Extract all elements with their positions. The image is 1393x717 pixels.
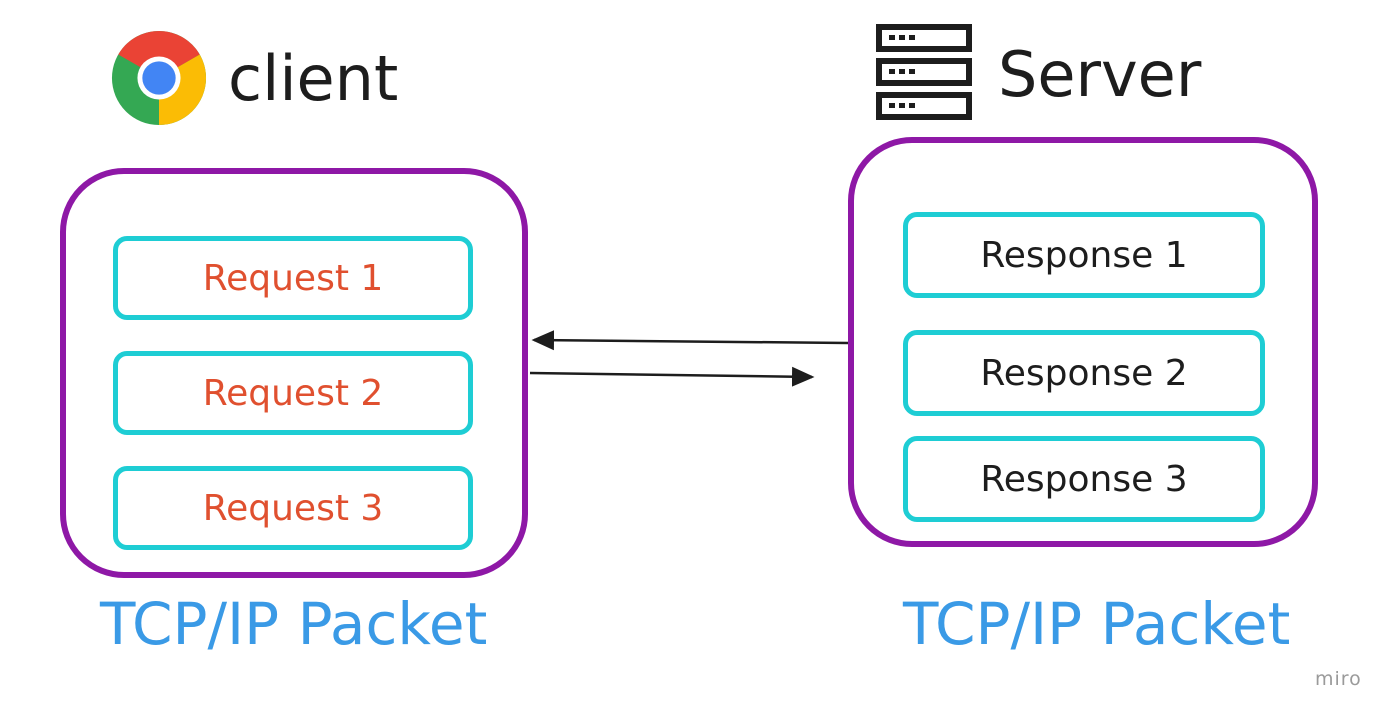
request-box-1: Request 1 xyxy=(113,236,473,320)
request-box-2: Request 2 xyxy=(113,351,473,435)
miro-watermark: miro xyxy=(1315,668,1362,690)
request-arrow xyxy=(529,366,815,387)
response-box-2: Response 2 xyxy=(903,330,1265,416)
server-rack-icon xyxy=(876,24,972,120)
server-packet-caption: TCP/IP Packet xyxy=(903,590,1291,658)
chrome-icon xyxy=(111,30,207,126)
server-title: Server xyxy=(998,38,1202,111)
response-box-1: Response 1 xyxy=(903,212,1265,298)
server-header: Server xyxy=(875,22,1215,126)
client-packet-caption: TCP/IP Packet xyxy=(100,590,488,658)
request-box-3: Request 3 xyxy=(113,466,473,550)
client-header: client xyxy=(110,28,430,128)
client-title: client xyxy=(228,42,399,115)
response-box-3: Response 3 xyxy=(903,436,1265,522)
response-arrow xyxy=(531,330,849,351)
